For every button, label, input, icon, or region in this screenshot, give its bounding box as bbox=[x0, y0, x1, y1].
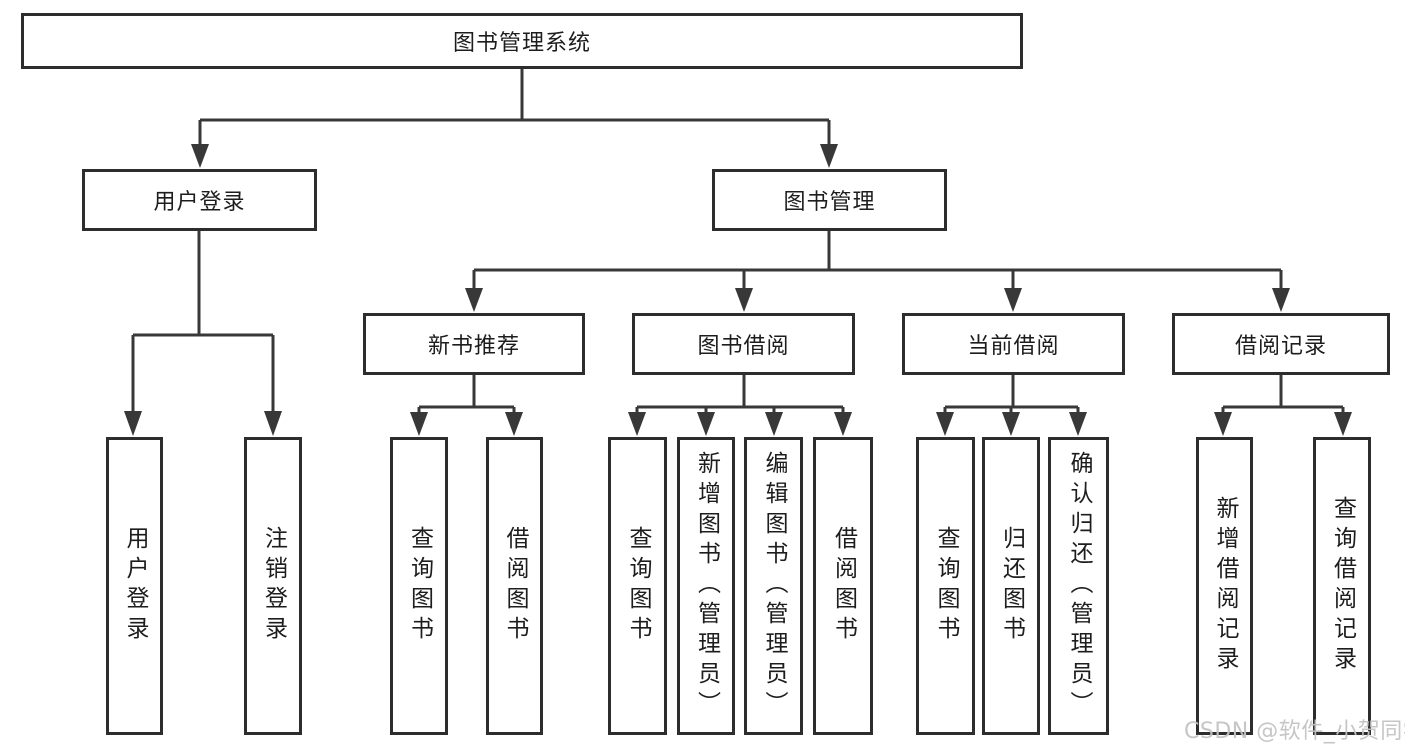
node-label: 新增图书（管理员） bbox=[693, 451, 720, 721]
node-library-system: 图书管理系统 bbox=[21, 13, 1023, 69]
node-label: 新书推荐 bbox=[427, 334, 520, 359]
node-book-management: 图书管理 bbox=[712, 169, 947, 231]
node-label: 用户登录 bbox=[153, 190, 246, 215]
node-label: 编辑图书（管理员） bbox=[761, 451, 787, 721]
node-label: 借阅记录 bbox=[1234, 334, 1327, 359]
leaf-cb-return-books: 归还图书 bbox=[982, 437, 1040, 735]
node-label: 图书管理 bbox=[783, 190, 876, 215]
node-label: 归还图书 bbox=[998, 526, 1025, 646]
leaf-bb-edit-books-admin: 编辑图书（管理员） bbox=[744, 437, 803, 735]
node-borrow-records: 借阅记录 bbox=[1172, 313, 1390, 375]
leaf-br-query-record: 查询借阅记录 bbox=[1313, 437, 1371, 735]
node-label: 新增借阅记录 bbox=[1212, 496, 1238, 676]
node-label: 确认归还（管理员） bbox=[1066, 451, 1092, 721]
leaf-cb-confirm-return-admin: 确认归还（管理员） bbox=[1048, 437, 1109, 735]
leaf-cb-query-books: 查询图书 bbox=[916, 437, 975, 735]
node-label: 图书管理系统 bbox=[452, 31, 591, 56]
node-current-borrow: 当前借阅 bbox=[902, 313, 1125, 375]
node-book-borrow: 图书借阅 bbox=[632, 313, 855, 375]
leaf-bb-borrow-books: 借阅图书 bbox=[813, 437, 873, 735]
watermark: CSDN @软件_小贺同学 bbox=[1184, 719, 1405, 744]
node-label: 查询借阅记录 bbox=[1329, 496, 1356, 676]
leaf-bb-query-books: 查询图书 bbox=[608, 437, 667, 735]
leaf-user-login: 用户登录 bbox=[106, 437, 163, 735]
node-label: 借阅图书 bbox=[830, 526, 857, 646]
leaf-logout: 注销登录 bbox=[244, 437, 302, 735]
leaf-br-add-record: 新增借阅记录 bbox=[1196, 437, 1253, 735]
node-label: 查询图书 bbox=[625, 526, 651, 646]
leaf-nb-query-books: 查询图书 bbox=[390, 437, 448, 735]
node-label: 查询图书 bbox=[933, 526, 959, 646]
node-label: 用户登录 bbox=[122, 526, 148, 646]
node-user-login: 用户登录 bbox=[82, 169, 317, 231]
node-new-book-recommend: 新书推荐 bbox=[363, 313, 585, 375]
node-label: 当前借阅 bbox=[967, 334, 1060, 359]
leaf-nb-borrow-books: 借阅图书 bbox=[486, 437, 543, 735]
node-label: 注销登录 bbox=[260, 526, 287, 646]
node-label: 图书借阅 bbox=[697, 334, 790, 359]
leaf-bb-add-books-admin: 新增图书（管理员） bbox=[677, 437, 735, 735]
node-label: 查询图书 bbox=[406, 526, 433, 646]
node-label: 借阅图书 bbox=[502, 526, 528, 646]
